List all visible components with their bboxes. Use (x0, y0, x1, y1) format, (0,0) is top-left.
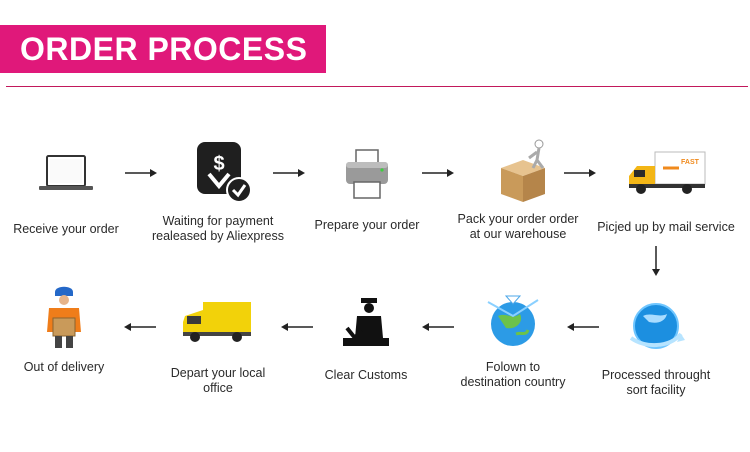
step-waiting-payment: $ Waiting for payment realeased by Aliex… (148, 140, 288, 244)
step-out-for-delivery: Out of delivery (0, 286, 134, 375)
arrow-down (652, 246, 660, 276)
page-title: ORDER PROCESS (20, 30, 308, 67)
step-receive-order: Receive your order (0, 148, 136, 237)
arrow-left-1 (567, 323, 599, 331)
step-label: Receive your order (13, 222, 119, 236)
step-label: Depart your local office (170, 366, 266, 395)
step-label: Picjed up by mail service (597, 220, 735, 234)
arrow-left-2 (422, 323, 454, 331)
delivery-truck-icon: FAST (629, 151, 706, 194)
arrow-left-3 (281, 323, 313, 331)
step-label: Clear Customs (324, 368, 408, 382)
courier-icon (47, 286, 81, 348)
laptop-icon (39, 155, 93, 190)
step-clear-customs: Clear Customs (296, 294, 436, 383)
step-flown-destination: Folown to destination country (443, 286, 583, 390)
header-divider (6, 86, 748, 87)
step-sort-facility: Processed throught sort facility (586, 294, 726, 398)
arrow-left-4 (124, 323, 156, 331)
step-label: Waiting for payment realeased by Aliexpr… (151, 214, 285, 243)
step-label: Out of delivery (23, 360, 105, 374)
printer-icon (346, 149, 388, 199)
step-pack-order: Pack your order order at our warehouse (448, 138, 588, 242)
svg-text:FAST: FAST (681, 159, 700, 166)
package-worker-icon (501, 139, 545, 202)
payment-shield-icon: $ (197, 142, 252, 203)
svg-text:$: $ (213, 153, 224, 175)
step-label: Prepare your order (314, 218, 420, 232)
step-picked-up: FAST Picjed up by mail service (596, 146, 736, 235)
customs-officer-icon (343, 298, 389, 346)
globe-arrow-icon (629, 303, 685, 349)
arrow-right-1 (125, 169, 157, 177)
step-depart-local-office: Depart your local office (148, 292, 288, 396)
step-prepare-order: Prepare your order (297, 144, 437, 233)
step-label: Processed throught sort facility (601, 368, 711, 397)
step-label: Folown to destination country (460, 360, 566, 389)
arrow-right-3 (422, 169, 454, 177)
step-label: Pack your order order at our warehouse (457, 212, 579, 241)
title-banner: ORDER PROCESS (0, 25, 326, 73)
globe-plane-icon (487, 295, 539, 346)
arrow-right-4 (564, 169, 596, 177)
van-icon (183, 302, 251, 342)
arrow-right-2 (273, 169, 305, 177)
